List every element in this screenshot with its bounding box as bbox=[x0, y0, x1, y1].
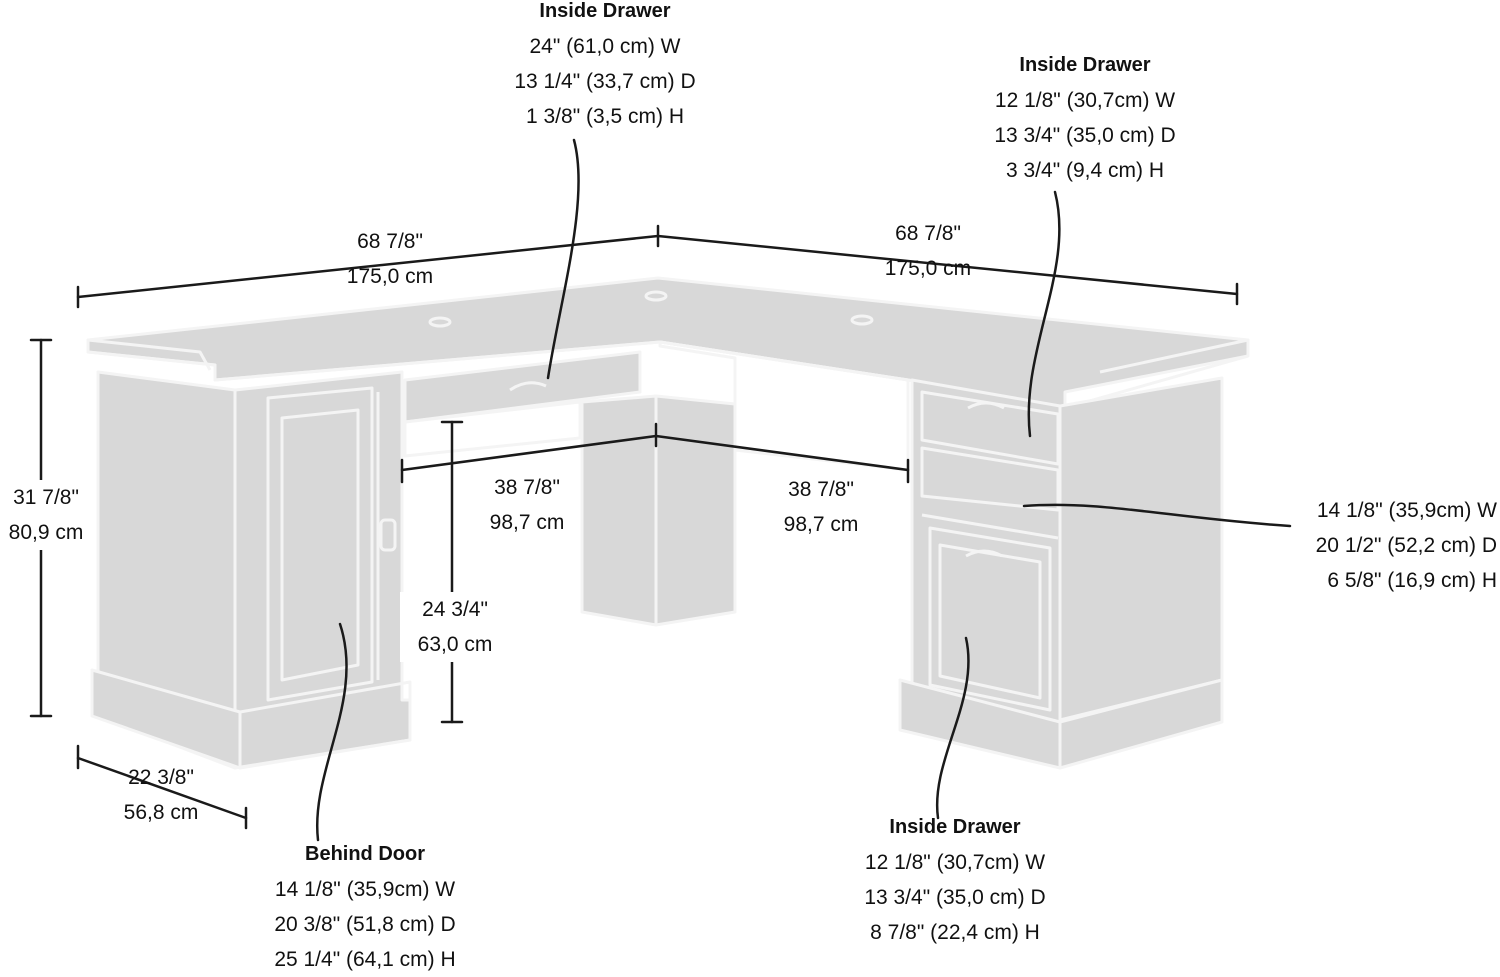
right-width-in: 68 7/8" bbox=[895, 222, 961, 245]
shelf-height: 6 5/8" (16,9 cm) H bbox=[1327, 569, 1497, 592]
shelf-width: 14 1/8" (35,9cm) W bbox=[1316, 499, 1497, 522]
behind-door-depth: 20 3/8" (51,8 cm) D bbox=[274, 913, 456, 936]
top-drawer-title: Inside Drawer bbox=[539, 0, 671, 22]
right-drawer-title: Inside Drawer bbox=[1019, 54, 1151, 76]
behind-door-height: 25 1/4" (64,1 cm) H bbox=[274, 948, 456, 971]
knee-height-cm: 63,0 cm bbox=[417, 633, 493, 656]
left-width-in: 68 7/8" bbox=[357, 230, 423, 253]
shelf-depth: 20 1/2" (52,2 cm) D bbox=[1315, 534, 1497, 557]
right-top-drawer bbox=[920, 390, 1060, 466]
knee-left-cm: 98,7 cm bbox=[489, 511, 565, 534]
dim-depth: 22 3/8" 56,8 cm bbox=[96, 760, 226, 830]
leader-behind-door bbox=[315, 622, 348, 842]
center-drawer bbox=[403, 350, 642, 424]
bottom-drawer-width: 12 1/8" (30,7cm) W bbox=[864, 851, 1046, 874]
knee-height-in: 24 3/4" bbox=[422, 598, 488, 621]
label-top-drawer: Inside Drawer 24" (61,0 cm) W 13 1/4" (3… bbox=[480, 0, 730, 134]
right-width-cm: 175,0 cm bbox=[884, 257, 972, 280]
dim-knee-height: 24 3/4" 63,0 cm bbox=[400, 592, 510, 662]
right-drawer-height: 3 3/4" (9,4 cm) H bbox=[1005, 159, 1164, 182]
right-drawer-width: 12 1/8" (30,7cm) W bbox=[994, 89, 1176, 112]
knee-right-in: 38 7/8" bbox=[788, 478, 854, 501]
right-bottom-drawer bbox=[928, 526, 1052, 712]
left-width-cm: 175,0 cm bbox=[346, 265, 434, 288]
knee-left-in: 38 7/8" bbox=[494, 476, 560, 499]
dimension-lines bbox=[29, 138, 1292, 842]
bottom-drawer-height: 8 7/8" (22,4 cm) H bbox=[870, 921, 1040, 944]
l-shaped-desk bbox=[86, 276, 1250, 770]
bottom-drawer-depth: 13 3/4" (35,0 cm) D bbox=[864, 886, 1046, 909]
height-cm: 80,9 cm bbox=[8, 521, 84, 544]
dim-left-width: 68 7/8" 175,0 cm bbox=[320, 224, 460, 294]
height-in: 31 7/8" bbox=[13, 486, 79, 509]
dim-right-width: 68 7/8" 175,0 cm bbox=[858, 216, 998, 286]
label-behind-door: Behind Door 14 1/8" (35,9cm) W 20 3/8" (… bbox=[240, 837, 490, 977]
bottom-drawer-title: Inside Drawer bbox=[889, 816, 1021, 838]
behind-door-title: Behind Door bbox=[305, 843, 425, 865]
label-bottom-drawer: Inside Drawer 12 1/8" (30,7cm) W 13 3/4"… bbox=[830, 810, 1080, 950]
dim-knee-left: 38 7/8" 98,7 cm bbox=[462, 470, 592, 540]
label-right-drawer: Inside Drawer 12 1/8" (30,7cm) W 13 3/4"… bbox=[960, 48, 1210, 188]
top-drawer-width: 24" (61,0 cm) W bbox=[529, 35, 681, 58]
behind-door-width: 14 1/8" (35,9cm) W bbox=[274, 878, 456, 901]
leader-shelf bbox=[1022, 503, 1292, 528]
left-door bbox=[266, 386, 374, 702]
dim-knee-right: 38 7/8" 98,7 cm bbox=[756, 472, 886, 542]
leader-bottom-drawer bbox=[935, 636, 970, 820]
center-leg bbox=[580, 394, 658, 627]
depth-in: 22 3/8" bbox=[128, 766, 194, 789]
dim-height: 31 7/8" 80,9 cm bbox=[0, 480, 92, 550]
top-drawer-depth: 13 1/4" (33,7 cm) D bbox=[514, 70, 696, 93]
top-drawer-height: 1 3/8" (3,5 cm) H bbox=[525, 105, 684, 128]
depth-cm: 56,8 cm bbox=[123, 801, 199, 824]
label-shelf: 14 1/8" (35,9cm) W 20 1/2" (52,2 cm) D 6… bbox=[1260, 493, 1497, 598]
right-drawer-depth: 13 3/4" (35,0 cm) D bbox=[994, 124, 1176, 147]
leader-right-drawer bbox=[1027, 190, 1061, 438]
knee-right-cm: 98,7 cm bbox=[783, 513, 859, 536]
leader-top-drawer bbox=[546, 138, 580, 380]
right-shelf bbox=[920, 446, 1060, 512]
